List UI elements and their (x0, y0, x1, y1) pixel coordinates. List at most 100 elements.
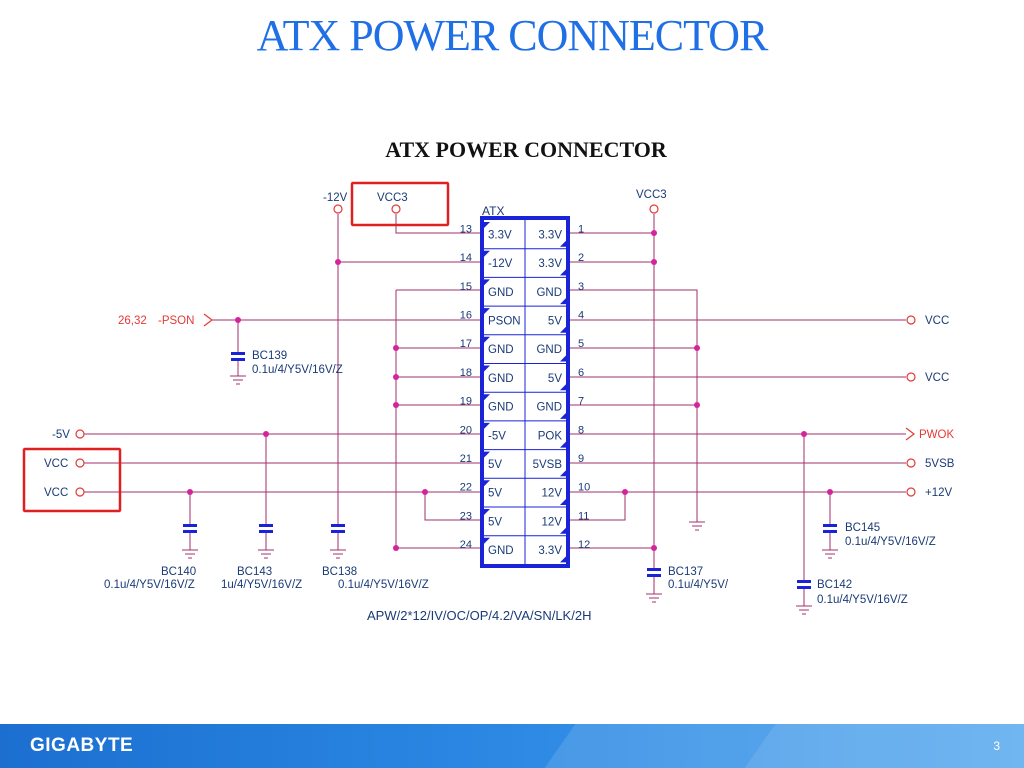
pin-label-left: -12V (488, 258, 513, 270)
pin-number-right: 5 (578, 338, 584, 350)
cap-bc142 (797, 580, 811, 606)
pin-label-left: 3.3V (488, 229, 512, 241)
net-label-12v: +12V (925, 487, 953, 499)
slide-title: ATX POWER CONNECTOR (256, 11, 769, 60)
pin-label-right: 12V (542, 488, 563, 500)
pin-label-left: PSON (488, 315, 521, 327)
pin-number-right: 12 (578, 539, 590, 551)
ground-icon (796, 605, 812, 615)
pin-notch-icon (484, 537, 490, 544)
highlight-boxes (22, 181, 450, 513)
net-label-pson-ref: 26,32 (118, 315, 147, 327)
port-m5v-icon (75, 429, 85, 439)
arrow-ports (203, 313, 915, 441)
net-ports (75, 204, 916, 497)
pin-number-right: 10 (578, 482, 590, 494)
footer-bar: GIGABYTE 3 (0, 724, 1024, 768)
pin-label-left: -5V (488, 430, 506, 442)
pin-notch-icon (484, 279, 490, 286)
pin-label-left: 5V (488, 459, 502, 471)
capacitors (183, 352, 837, 606)
net-label-vcc-r1: VCC (925, 315, 949, 327)
pin-notch-icon (484, 336, 490, 343)
pin-label-left: GND (488, 545, 514, 557)
wires (84, 214, 906, 580)
cap-bc139 (231, 352, 245, 376)
pin-label-left: GND (488, 287, 514, 299)
cap-value-bc138: 0.1u/4/Y5V/16V/Z (338, 579, 429, 591)
pin-notch-icon (484, 480, 490, 487)
pin-label-left: 5V (488, 516, 502, 528)
pin-notch-icon (484, 394, 490, 401)
page-number: 3 (993, 739, 1000, 753)
pin-number-left: 13 (460, 223, 472, 235)
ground-icon (330, 549, 346, 559)
cap-ref-bc143: BC143 (237, 566, 272, 578)
pin-number-right: 7 (578, 396, 584, 408)
net-label-vcc3-right: VCC3 (636, 189, 667, 201)
pin-number-right: 9 (578, 453, 584, 465)
pin-notch-icon (560, 441, 566, 448)
port-vcc3-left-icon (391, 204, 401, 214)
port-vcc-b-icon (75, 487, 85, 497)
pin-label-right: 3.3V (538, 229, 562, 241)
port-5vsb-icon (906, 458, 916, 468)
pin-notch-icon (560, 355, 566, 362)
pin-number-left: 24 (460, 539, 472, 551)
pin-notch-icon (560, 470, 566, 477)
ground-icon (230, 375, 246, 385)
pin-notch-icon (484, 509, 490, 515)
pin-notch-icon (560, 527, 566, 534)
pin-number-right: 8 (578, 424, 584, 436)
pin-number-left: 22 (460, 482, 472, 494)
pin-notch-icon (560, 240, 566, 247)
net-label-vcc-b: VCC (44, 487, 68, 499)
schematic-title: ATX POWER CONNECTOR (385, 137, 668, 162)
pin-label-right: GND (536, 344, 562, 356)
cap-bc138 (331, 524, 345, 550)
pin-number-left: 16 (460, 309, 472, 321)
junction-dots (187, 230, 833, 551)
net-label-pwok: PWOK (919, 429, 954, 441)
pin-notch-icon (484, 422, 490, 429)
pin-label-left: GND (488, 402, 514, 414)
pin-number-right: 2 (578, 252, 584, 264)
port-vcc-r2-icon (906, 372, 916, 382)
pin-label-right: GND (536, 402, 562, 414)
ground-symbols (182, 375, 838, 615)
pin-number-left: 19 (460, 396, 472, 408)
cap-value-bc143: 1u/4/Y5V/16V/Z (221, 579, 302, 591)
pwok-arrow-icon (905, 427, 915, 441)
ground-icon (822, 549, 838, 559)
pin-number-left: 18 (460, 367, 472, 379)
net-label-pson: -PSON (158, 315, 194, 327)
pin-number-right: 11 (578, 510, 589, 522)
port-vcc3-right-icon (649, 204, 659, 214)
net-label-5vsb: 5VSB (925, 458, 955, 470)
cap-bc140 (183, 524, 197, 550)
ground-icon (182, 549, 198, 559)
pin-number-left: 20 (460, 424, 472, 436)
cap-value-bc137: 0.1u/4/Y5V/ (668, 579, 729, 591)
net-label-vcc3-left: VCC3 (377, 192, 408, 204)
cap-ref-bc137: BC137 (668, 566, 703, 578)
atx-connector: 3.3V -12V GND PSON GND GND GND -5V 5V 5V 5V GND 3.3… (460, 216, 590, 568)
pin-notch-icon (484, 451, 490, 458)
pin-notch-icon (560, 556, 566, 563)
cap-bc143 (259, 524, 273, 550)
ground-icon (258, 549, 274, 559)
pin-label-left: 5V (488, 488, 502, 500)
cap-value-bc142: 0.1u/4/Y5V/16V/Z (817, 594, 908, 606)
gigabyte-logo: GIGABYTE (30, 735, 134, 756)
connector-label: ATX (482, 204, 504, 218)
pin-number-left: 17 (460, 338, 472, 350)
cap-ref-bc139: BC139 (252, 350, 287, 362)
cap-value-bc145: 0.1u/4/Y5V/16V/Z (845, 536, 936, 548)
pin-label-right: 3.3V (538, 258, 562, 270)
pin-label-right: 5V (548, 315, 562, 327)
net-label-m5v: -5V (52, 429, 70, 441)
pin-label-right: POK (538, 430, 563, 442)
pin-label-right: 3.3V (538, 545, 562, 557)
atx-schematic: ATX POWER CONNECTOR (22, 137, 955, 623)
part-number: APW/2*12/IV/OC/OP/4.2/VA/SN/LK/2H (367, 608, 591, 623)
